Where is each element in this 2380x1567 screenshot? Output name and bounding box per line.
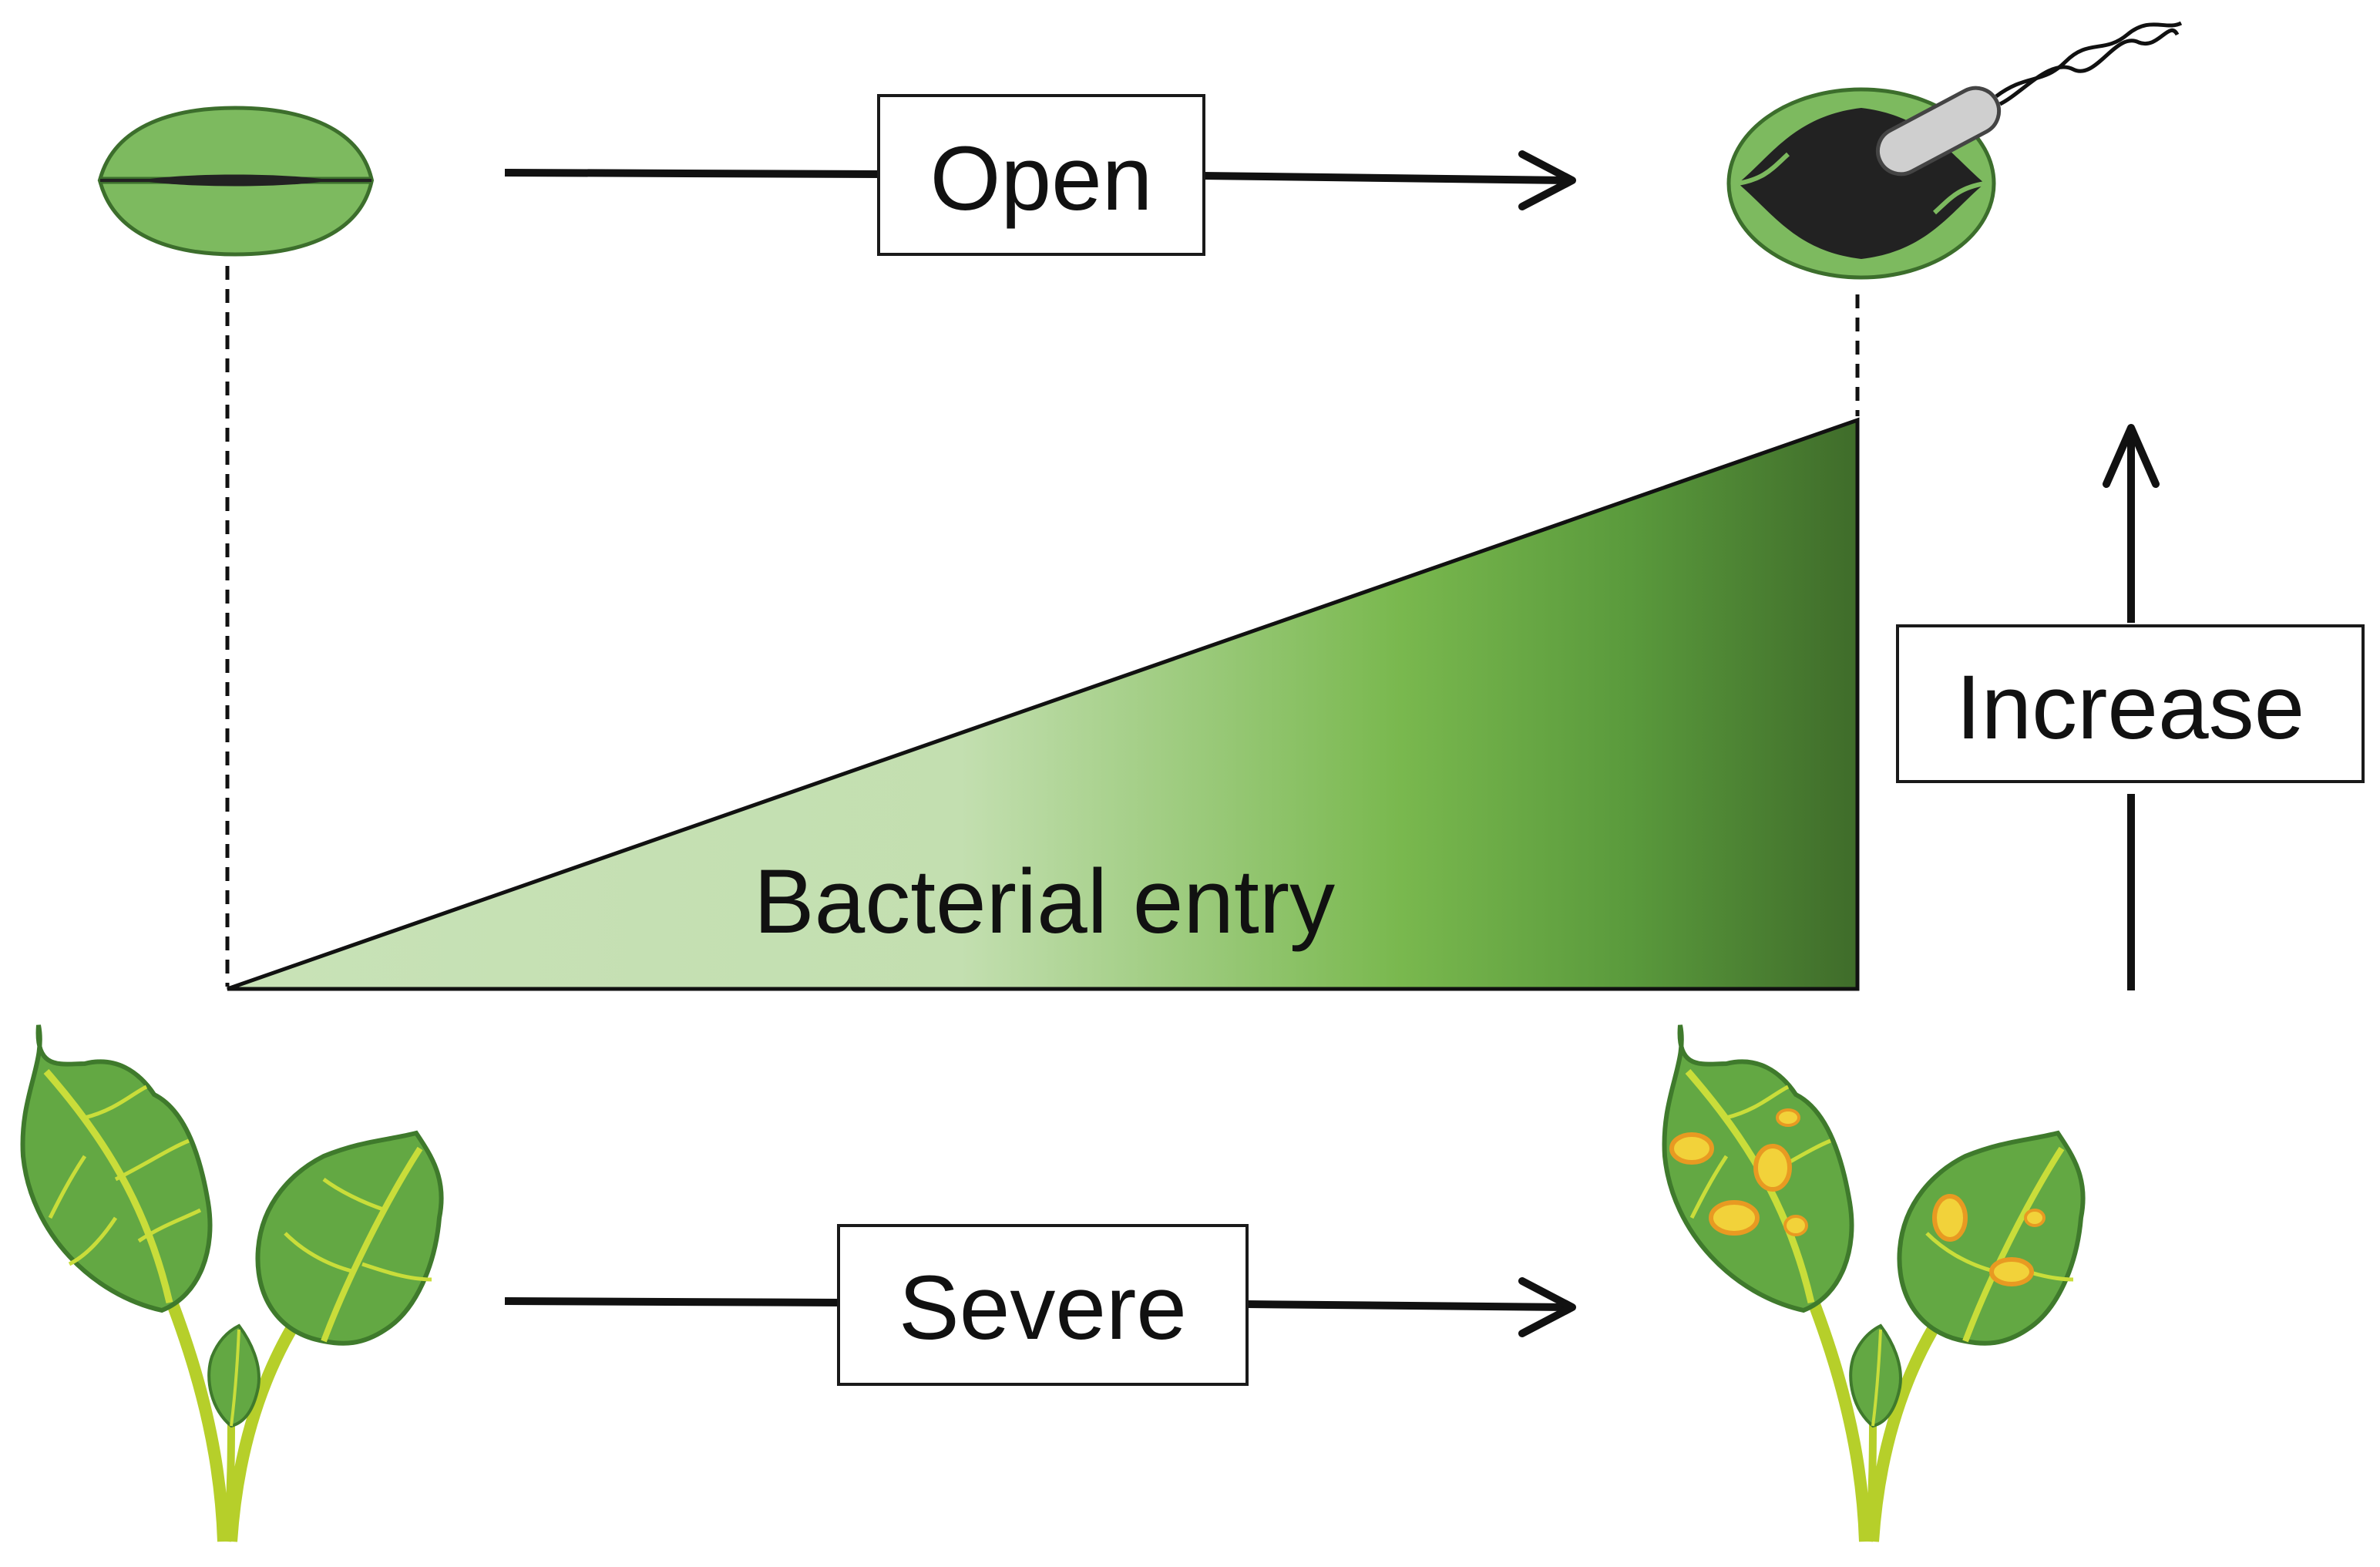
increase-label: Increase — [1896, 624, 2365, 783]
severe-arrow — [504, 1277, 1576, 1337]
lesion-icon — [1669, 1132, 1714, 1165]
open-label: Open — [877, 94, 1205, 256]
severe-label: Severe — [837, 1224, 1249, 1386]
open-label-text: Open — [930, 128, 1153, 230]
closed-stoma-icon — [97, 106, 375, 257]
increase-label-text: Increase — [1956, 657, 2305, 758]
lesion-icon — [1709, 1200, 1760, 1236]
healthy-plant-icon — [20, 1024, 444, 1542]
lesion-icon — [1776, 1108, 1800, 1127]
bacterial-entry-label: Bacterial entry — [754, 851, 1335, 953]
bacterium-icon — [1875, 21, 2183, 177]
open-arrow — [504, 150, 1576, 210]
lesion-icon — [1783, 1215, 1808, 1236]
bacterial-entry-wedge: Bacterial entry — [227, 417, 1860, 991]
lesion-icon — [1932, 1194, 1968, 1242]
diseased-plant-icon — [1662, 1024, 2086, 1542]
lesion-icon — [1753, 1144, 1792, 1192]
severe-label-text: Severe — [899, 1257, 1187, 1359]
lesion-icon — [1989, 1257, 2034, 1286]
increase-arrow — [2103, 424, 2160, 990]
lesion-icon — [2024, 1209, 2046, 1227]
